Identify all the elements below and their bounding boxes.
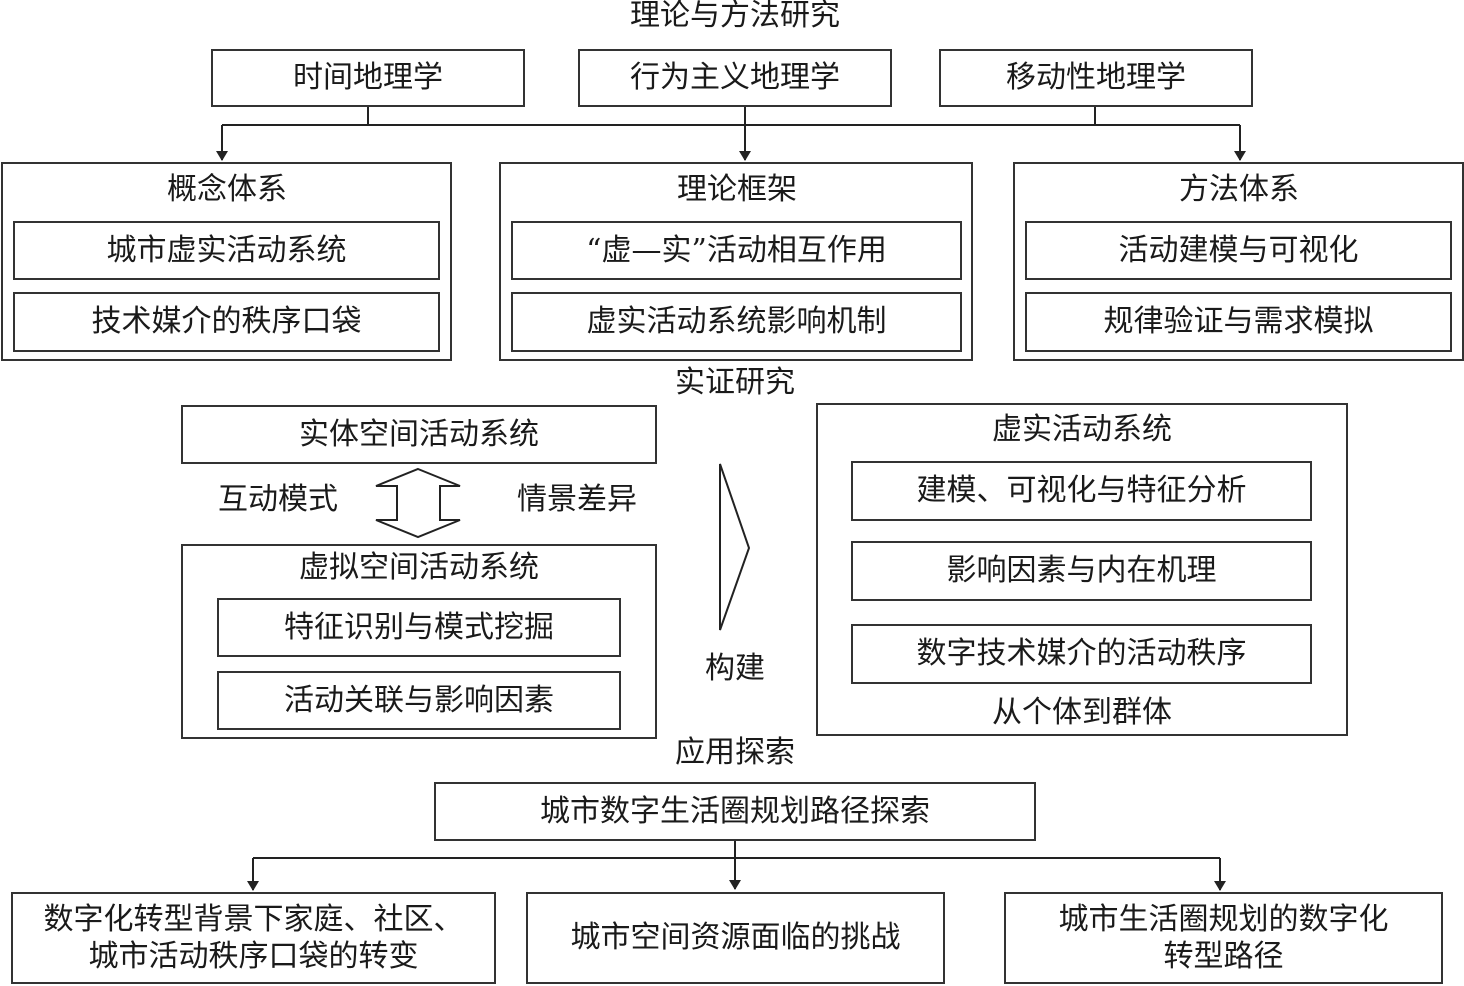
group-item: 技术媒介的秩序口袋 xyxy=(13,292,440,352)
group-item: 影响因素与内在机理 xyxy=(851,541,1312,601)
group-item: 活动关联与影响因素 xyxy=(217,671,621,730)
source-mobility-geography: 移动性地理学 xyxy=(939,49,1253,107)
output-line: 数字化转型背景下家庭、社区、 xyxy=(43,901,464,937)
output-transformation: 数字化转型背景下家庭、社区、 城市活动秩序口袋的转变 xyxy=(11,892,496,984)
group-item: 虚实活动系统影响机制 xyxy=(511,292,962,352)
output-line: 城市生活圈规划的数字化 xyxy=(1058,901,1389,937)
section-empirical-title: 实证研究 xyxy=(675,365,795,400)
build-chevron-icon xyxy=(719,463,751,631)
group-item: 规律验证与需求模拟 xyxy=(1025,292,1452,352)
group-item: 特征识别与模式挖掘 xyxy=(217,598,621,657)
source-time-geography: 时间地理学 xyxy=(211,49,525,107)
hybrid-activity-system: 虚实活动系统 建模、可视化与特征分析 影响因素与内在机理 数字技术媒介的活动秩序… xyxy=(816,403,1348,736)
output-line: 转型路径 xyxy=(1163,939,1284,974)
group-item: 城市虚实活动系统 xyxy=(13,221,440,280)
group-item: 数字技术媒介的活动秩序 xyxy=(851,624,1312,684)
output-challenges: 城市空间资源面临的挑战 xyxy=(526,892,945,984)
theory-framework-group: 理论框架 “虚—实”活动相互作用 虚实活动系统影响机制 xyxy=(499,162,973,361)
group-title: 理论框架 xyxy=(677,172,797,207)
planning-path-box: 城市数字生活圈规划路径探索 xyxy=(434,782,1036,841)
virtual-activity-system: 虚拟空间活动系统 特征识别与模式挖掘 活动关联与影响因素 xyxy=(181,544,657,739)
concept-system-group: 概念体系 城市虚实活动系统 技术媒介的秩序口袋 xyxy=(1,162,452,361)
output-digital-path: 城市生活圈规划的数字化 转型路径 xyxy=(1004,892,1443,984)
output-line: 城市空间资源面临的挑战 xyxy=(570,920,901,956)
group-item: 活动建模与可视化 xyxy=(1025,221,1452,280)
section-theory-title: 理论与方法研究 xyxy=(630,0,840,33)
method-system-group: 方法体系 活动建模与可视化 规律验证与需求模拟 xyxy=(1013,162,1464,361)
output-line: 城市活动秩序口袋的转变 xyxy=(88,939,419,974)
physical-activity-system: 实体空间活动系统 xyxy=(181,405,657,464)
group-footer: 从个体到群体 xyxy=(992,695,1172,730)
group-title: 概念体系 xyxy=(167,172,287,207)
interaction-label: 互动模式 xyxy=(218,482,338,517)
section-application-title: 应用探索 xyxy=(675,735,795,770)
source-behavioral-geography: 行为主义地理学 xyxy=(578,49,892,107)
group-title: 方法体系 xyxy=(1179,172,1299,207)
group-title: 虚实活动系统 xyxy=(992,412,1172,447)
double-arrow-icon xyxy=(375,467,461,539)
group-item: 建模、可视化与特征分析 xyxy=(851,461,1312,521)
build-label: 构建 xyxy=(705,651,765,686)
group-item: “虚—实”活动相互作用 xyxy=(511,221,962,280)
group-title: 虚拟空间活动系统 xyxy=(299,550,539,585)
context-label: 情景差异 xyxy=(517,482,637,517)
